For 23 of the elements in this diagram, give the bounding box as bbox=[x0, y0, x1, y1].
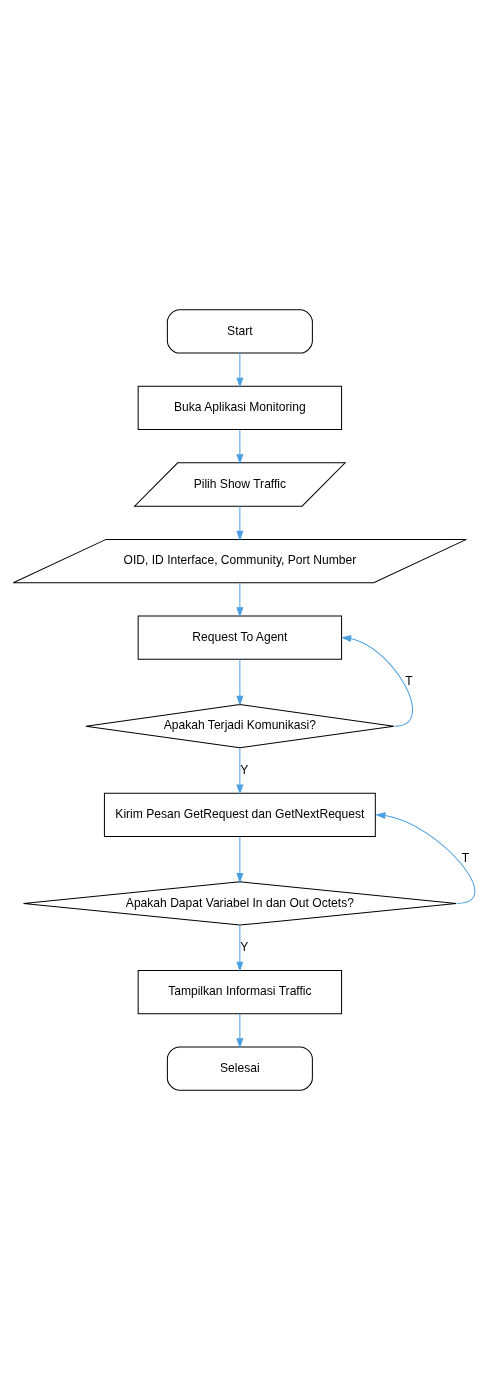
arrow bbox=[235, 581, 243, 617]
arrow bbox=[235, 658, 243, 706]
arrow bbox=[235, 835, 243, 883]
arrow bbox=[340, 634, 413, 727]
node-diamond: Apakah Dapat Variabel In dan Out Octets? bbox=[22, 880, 457, 926]
node-box: Tampilkan Informasi Traffic bbox=[137, 969, 342, 1014]
arrow bbox=[235, 505, 243, 541]
edge-label: T bbox=[404, 673, 413, 688]
arrow bbox=[235, 428, 243, 464]
arrow bbox=[235, 747, 243, 795]
edge-label: Y bbox=[239, 762, 248, 777]
arrow bbox=[235, 924, 243, 972]
node-box: Request To Agent bbox=[137, 614, 342, 660]
node-box: Start bbox=[166, 308, 313, 354]
node-box: Kirim Pesan GetRequest dan GetNextRequest bbox=[103, 792, 376, 837]
arrow bbox=[374, 811, 475, 904]
edge-label: T bbox=[461, 850, 469, 865]
edge-label: Y bbox=[239, 939, 248, 954]
arrow bbox=[235, 1012, 243, 1048]
node-box: Buka Aplikasi Monitoring bbox=[137, 385, 342, 430]
node-diamond: Apakah Terjadi Komunikasi? bbox=[84, 703, 394, 748]
arrow bbox=[235, 352, 243, 388]
node-box: Selesai bbox=[166, 1045, 313, 1091]
